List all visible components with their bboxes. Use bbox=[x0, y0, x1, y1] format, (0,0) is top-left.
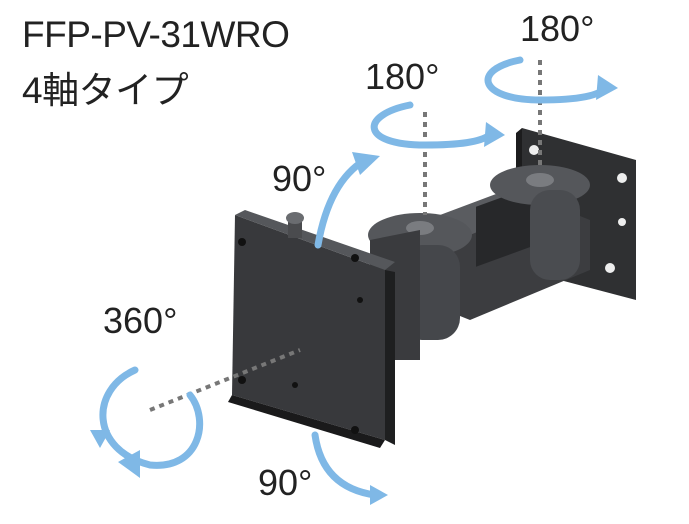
swing-arm bbox=[368, 165, 590, 360]
angle-label-rotation: 360° bbox=[103, 300, 178, 341]
angle-label-top-right: 180° bbox=[520, 8, 595, 49]
rotation-axes bbox=[149, 60, 542, 412]
angle-label-top-middle: 180° bbox=[365, 56, 440, 97]
model-name: FFP-PV-31WRO bbox=[22, 14, 290, 55]
type-label: 4軸タイプ bbox=[22, 70, 189, 111]
rotation-arrows bbox=[99, 56, 609, 499]
arrow-360 bbox=[99, 366, 204, 469]
arrow-180-top-right bbox=[484, 56, 609, 104]
arrow-90-down bbox=[311, 431, 379, 499]
monitor-plate bbox=[228, 210, 395, 448]
arrow-heads bbox=[90, 75, 618, 505]
angle-label-tilt-up: 90° bbox=[272, 158, 327, 199]
angle-label-tilt-down: 90° bbox=[258, 462, 313, 503]
arrow-180-top-middle bbox=[370, 101, 494, 149]
